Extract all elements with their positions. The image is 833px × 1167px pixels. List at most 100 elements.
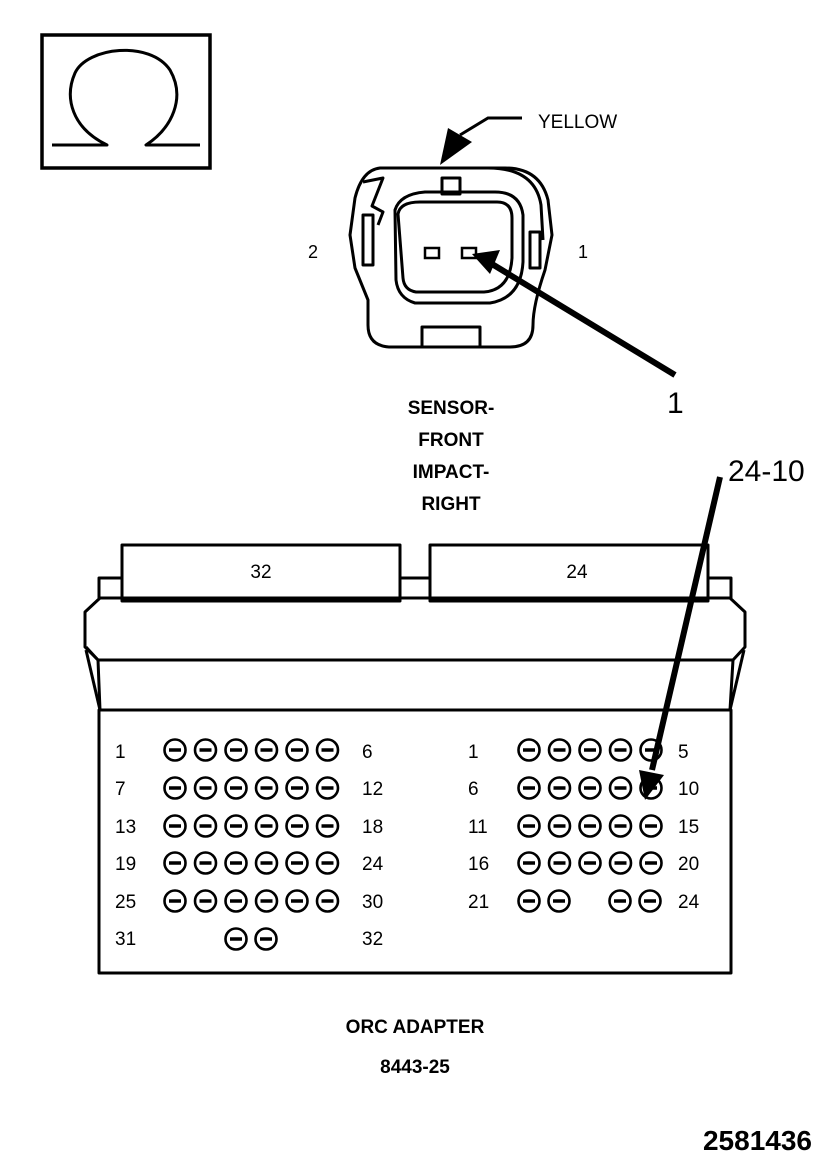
pin-cavity [547, 889, 571, 913]
pin-cavity [547, 814, 572, 838]
pin-cavity [578, 814, 602, 838]
pin-cavity [254, 889, 279, 913]
pin-cavity [578, 776, 602, 800]
sensor-pin-label-2: 2 [308, 242, 318, 262]
pin-cavity [254, 776, 279, 800]
row-end-label: 20 [678, 854, 699, 875]
pin-cavity [638, 889, 662, 913]
ohm-icon [52, 48, 200, 147]
sensor-name-line-3: IMPACT- [413, 462, 490, 483]
pin-cavity [193, 889, 218, 913]
pin-cavity [547, 738, 572, 762]
row-end-label: 24 [678, 892, 700, 913]
row-start-label: 19 [115, 854, 136, 875]
pin-block-32: 1 6 7 12 13 18 19 24 25 30 31 32 [115, 738, 384, 951]
sensor-name: SENSOR- FRONT IMPACT- RIGHT [408, 398, 495, 515]
pin-cavity [224, 776, 248, 800]
pin-cavity [163, 814, 187, 838]
sensor-pin-label-1: 1 [578, 242, 588, 262]
row-start-label: 21 [468, 892, 489, 913]
row-end-label: 5 [678, 742, 689, 763]
pin-cavity [224, 851, 248, 875]
pin-cavity [608, 889, 632, 913]
pin-cavity [193, 738, 218, 762]
row-end-label: 24 [362, 854, 384, 875]
pin-cavity [254, 927, 278, 951]
pin-cavity [163, 776, 187, 800]
pin-cavity [639, 851, 663, 875]
row-end-label: 30 [362, 892, 383, 913]
pin-cavity [517, 776, 541, 800]
row-start-label: 16 [468, 854, 489, 875]
sensor-name-line-2: FRONT [418, 430, 484, 451]
pin-cavity [608, 776, 633, 800]
pin-cavity [315, 814, 340, 838]
sensor-connector [348, 166, 554, 349]
row-start-label: 11 [468, 817, 488, 838]
pin-cavity [285, 738, 309, 762]
connector-tab-32 [120, 543, 402, 603]
pin-cavity [517, 851, 541, 875]
pin-cavity [547, 776, 572, 800]
callout-arrow-24-10 [639, 476, 723, 800]
pin-cavity [517, 738, 541, 762]
row-end-label: 15 [678, 817, 699, 838]
ohm-symbol-box [40, 33, 212, 170]
pin-cavity [224, 814, 248, 838]
pin-cavity [254, 814, 279, 838]
pin-cavity [224, 738, 248, 762]
pin-cavity [517, 814, 541, 838]
adapter-name: ORC ADAPTER [346, 1017, 485, 1038]
pin-cavity [608, 814, 633, 838]
sensor-name-line-4: RIGHT [421, 494, 481, 515]
orc-adapter [83, 543, 747, 975]
row-start-label: 25 [115, 892, 136, 913]
row-start-label: 7 [115, 779, 126, 800]
pin-cavity [224, 927, 248, 951]
sensor-name-line-1: SENSOR- [408, 398, 495, 419]
figure-number: 2581436 [703, 1125, 812, 1156]
connector-label-32: 32 [250, 562, 271, 583]
pin-cavity [193, 776, 218, 800]
pin-cavity [163, 889, 187, 913]
pin-cavity [315, 776, 340, 800]
pin-cavity [163, 851, 187, 875]
pin-cavity [608, 738, 633, 762]
wire-color-label: YELLOW [538, 112, 617, 133]
pin-cavity [517, 889, 541, 913]
pin-cavity [193, 814, 218, 838]
row-end-label: 6 [362, 742, 373, 763]
pin-cavity [315, 851, 340, 875]
pin-cavity [608, 851, 633, 875]
pin-cavity [254, 851, 279, 875]
connector-tab-24 [428, 543, 710, 603]
adapter-part-number: 8443-25 [380, 1057, 450, 1078]
sensor-terminal-2 [423, 246, 441, 260]
callout-label-1: 1 [667, 387, 684, 420]
callout-arrow-1 [472, 250, 677, 378]
pin-cavity [224, 889, 248, 913]
row-start-label: 6 [468, 779, 479, 800]
pin-cavity [315, 738, 340, 762]
row-end-label: 32 [362, 929, 383, 950]
connector-label-24: 24 [566, 562, 588, 583]
pin-cavity [578, 851, 602, 875]
row-end-label: 12 [362, 779, 383, 800]
pin-cavity [193, 851, 218, 875]
pin-cavity [163, 738, 187, 762]
row-end-label: 18 [362, 817, 383, 838]
pin-cavity [639, 814, 663, 838]
row-start-label: 31 [115, 929, 136, 950]
row-start-label: 1 [115, 742, 126, 763]
pin-cavity [285, 851, 309, 875]
pin-cavity [285, 814, 309, 838]
pin-cavity [315, 889, 340, 913]
row-start-label: 13 [115, 817, 136, 838]
pin-cavity [254, 738, 279, 762]
callout-label-24-10: 24-10 [728, 455, 805, 488]
pin-cavity [578, 738, 602, 762]
yellow-wire-leader [440, 116, 522, 165]
pin-cavity [285, 889, 309, 913]
pin-cavity [547, 851, 572, 875]
